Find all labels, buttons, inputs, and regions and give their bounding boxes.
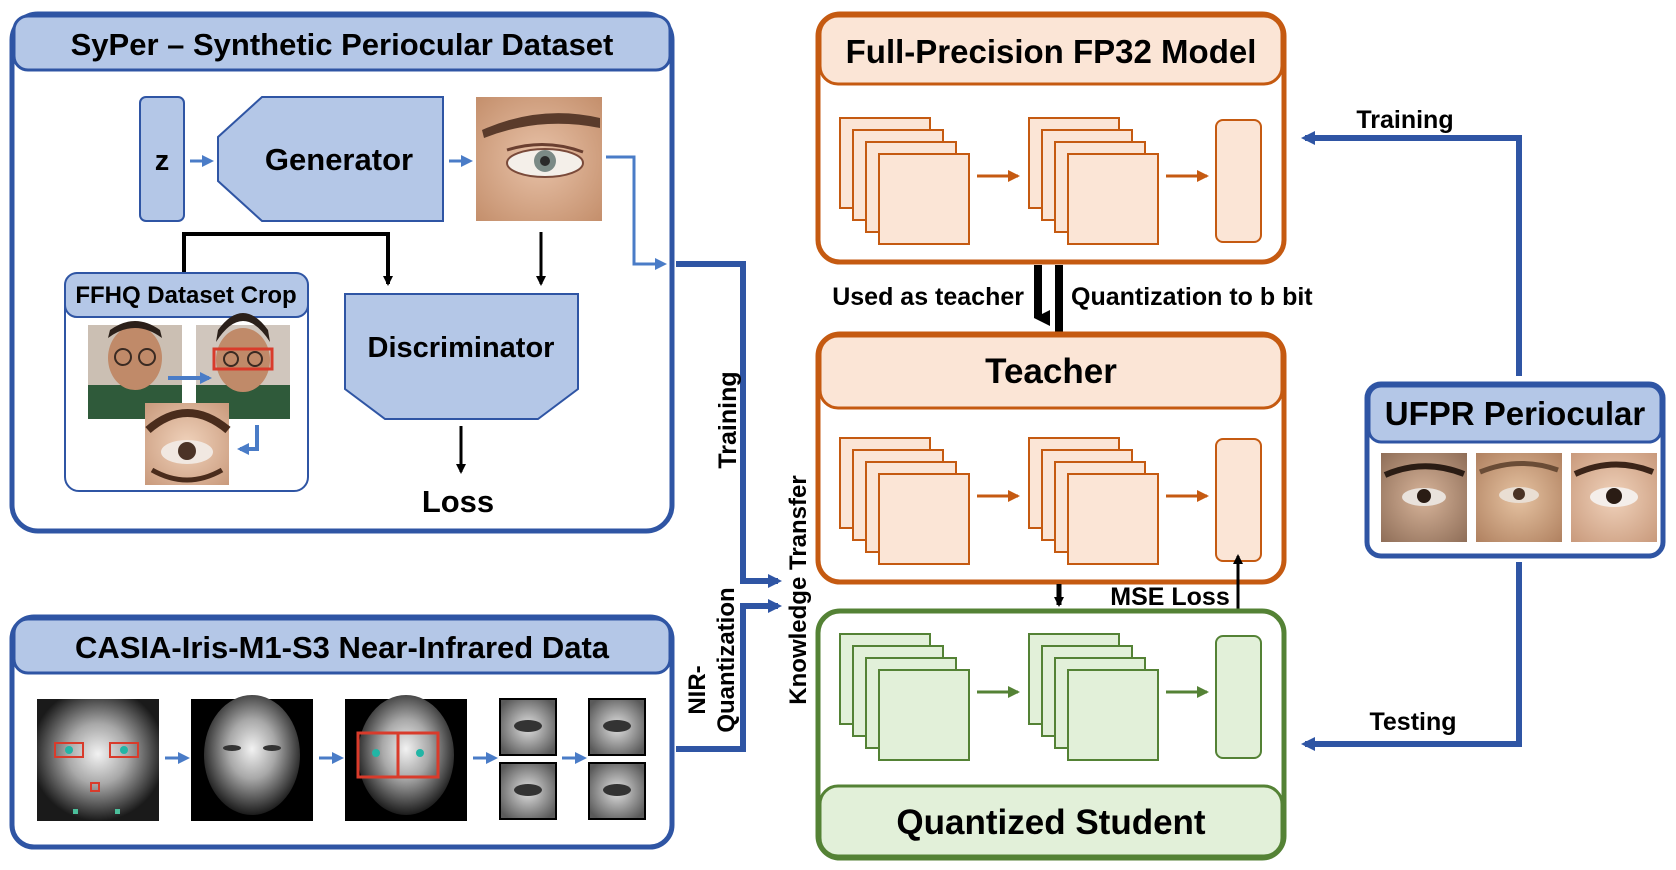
student-layer-stack-2 — [1028, 633, 1159, 761]
generator-block — [217, 96, 444, 222]
ufpr-training-label: Training — [1356, 106, 1453, 134]
teacher-layer-stack-2 — [1028, 437, 1159, 565]
real-to-discriminator-arrow — [182, 232, 393, 286]
ufpr-eye-image-1 — [1381, 453, 1467, 542]
fp32-title: Full-Precision FP32 Model — [846, 33, 1257, 70]
ufpr-title: UFPR Periocular — [1385, 395, 1646, 432]
fp32-title-bar — [818, 14, 1284, 86]
ffhq-eye-crop-arrow — [237, 425, 259, 455]
used-as-teacher-label: Used as teacher — [832, 283, 1024, 311]
ufpr-panel: UFPR Periocular — [1364, 381, 1666, 559]
ufpr-training-arrow — [1301, 131, 1522, 376]
latent-z-label: z — [155, 145, 170, 177]
training-vertical-label: Training — [714, 371, 742, 468]
nir-face-image-2 — [191, 695, 313, 821]
syper-panel: SyPer – Synthetic Periocular Dataset z G… — [9, 11, 675, 534]
nir-eye-crop-left-top — [499, 698, 557, 756]
ufpr-eye-image-2 — [1476, 453, 1562, 542]
student-title-bar — [818, 784, 1284, 858]
fp32-layer-stack-2 — [1028, 117, 1159, 245]
synthetic-periocular-image — [476, 97, 602, 221]
nir-eye-crop-right-bottom — [588, 762, 646, 820]
ffhq-eye-crop-image — [145, 403, 231, 485]
nir-quantization-arrow — [676, 599, 782, 752]
teacher-layer-stack-1 — [839, 437, 970, 565]
synthetic-output-arrow — [606, 155, 667, 270]
loss-label: Loss — [422, 484, 494, 519]
student-panel: Quantized Student — [815, 608, 1287, 861]
teacher-title-bar — [818, 334, 1284, 410]
quantization-b-bit-label: Quantization to b bit — [1071, 283, 1313, 311]
casia-title: CASIA-Iris-M1-S3 Near-Infrared Data — [75, 630, 610, 665]
discriminator-block — [344, 293, 579, 420]
nir-label-line2: Quantization — [713, 587, 740, 732]
teacher-title: Teacher — [985, 352, 1117, 391]
ufpr-title-bar — [1367, 384, 1663, 444]
student-output-layer — [1215, 635, 1262, 759]
ffhq-label: FFHQ Dataset Crop — [75, 282, 296, 309]
data-flow-arrows — [676, 261, 782, 752]
nir-label-line1: NIR- — [684, 665, 711, 714]
fp32-layer-stack-1 — [839, 117, 970, 245]
teacher-output-layer — [1215, 438, 1262, 562]
generator-label: Generator — [265, 142, 413, 177]
student-title: Quantized Student — [896, 803, 1206, 842]
fp32-model-panel: Full-Precision FP32 Model — [815, 11, 1287, 265]
nir-eye-crop-left-bottom — [499, 762, 557, 820]
syper-title-bar — [12, 14, 672, 72]
knowledge-transfer-label: Knowledge Transfer — [785, 475, 812, 704]
latent-z-box — [139, 96, 185, 222]
mse-loss-label: MSE Loss — [1110, 583, 1229, 611]
casia-title-bar — [12, 617, 672, 675]
fp32-output-layer — [1215, 119, 1262, 243]
teacher-panel: Teacher — [815, 331, 1287, 585]
nir-face-image-3 — [345, 695, 467, 821]
syper-title: SyPer – Synthetic Periocular Dataset — [71, 27, 614, 62]
training-data-arrow — [676, 261, 782, 588]
discriminator-label: Discriminator — [368, 332, 555, 364]
nir-face-image-1 — [37, 699, 159, 821]
ufpr-eye-image-3 — [1571, 453, 1657, 542]
casia-panel: CASIA-Iris-M1-S3 Near-Infrared Data — [9, 614, 675, 850]
student-layer-stack-1 — [839, 633, 970, 761]
ufpr-testing-arrow — [1301, 562, 1522, 751]
ffhq-title-bar — [64, 272, 309, 318]
nir-eye-crop-right-top — [588, 698, 646, 756]
ufpr-testing-label: Testing — [1369, 708, 1456, 736]
